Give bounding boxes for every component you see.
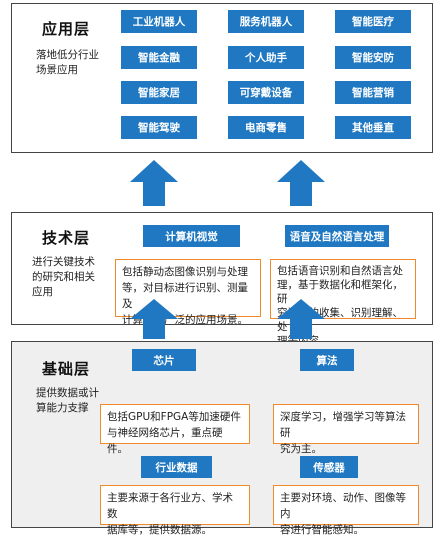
app-item-ecommerce-retail: 电商零售 — [228, 116, 304, 139]
up-arrow-icon — [277, 160, 325, 206]
application-layer-description: 落地低分行业 场景应用 — [36, 48, 99, 78]
app-item-smart-driving: 智能驾驶 — [121, 116, 197, 139]
app-item-smart-home: 智能家居 — [121, 81, 197, 104]
technology-desc-line: 的研究和相关 — [32, 271, 95, 283]
industry-data-desc-line: 据库等，提供数据源。 — [107, 524, 212, 536]
application-layer: 应用层 落地低分行业 场景应用 工业机器人 服务机器人 智能医疗 智能金融 个人… — [11, 3, 433, 153]
up-arrow-icon — [277, 299, 325, 339]
cv-desc-line: 包括静动态图像识别与处理 — [122, 266, 248, 278]
sensor-label: 传感器 — [300, 456, 358, 478]
sensor-desc-line: 容进行智能感知。 — [280, 524, 364, 536]
nlp-desc-line: 理，基于数据化和框架化，研 — [277, 279, 403, 305]
foundation-desc-line: 算能力支撑 — [36, 402, 89, 414]
sensor-desc-line: 主要对环境、动作、图像等内 — [280, 492, 406, 520]
computer-vision-description: 包括静动态图像识别与处理 等，对目标进行识别、测量及 计算，有广泛的应用场景。 — [115, 259, 261, 326]
computer-vision-label: 计算机视觉 — [143, 225, 240, 247]
app-item-smart-security: 智能安防 — [335, 46, 411, 69]
technology-layer: 技术层 进行关键技术 的研究和相关 应用 计算机视觉 包括静动态图像识别与处理 … — [11, 212, 433, 347]
foundation-layer-description: 提供数据或计 算能力支撑 — [36, 386, 99, 416]
technology-desc-line: 应用 — [32, 286, 53, 298]
speech-nlp-label: 语音及自然语言处理 — [285, 225, 389, 247]
foundation-layer-title: 基础层 — [42, 360, 91, 378]
industry-data-desc-line: 主要来源于各行业方、学术数 — [107, 492, 233, 520]
chip-description: 包括GPU和FPGA等加速硬件 与神经网络芯片，重点硬件。 — [100, 404, 250, 455]
foundation-desc-line: 提供数据或计 — [36, 387, 99, 399]
app-item-wearables: 可穿戴设备 — [228, 81, 304, 104]
application-desc-line: 场景应用 — [36, 64, 78, 76]
cv-desc-line: 等，对目标进行识别、测量及 — [122, 282, 248, 310]
app-item-industrial-robot: 工业机器人 — [121, 10, 197, 33]
application-layer-title: 应用层 — [42, 20, 91, 38]
app-item-smart-marketing: 智能营销 — [335, 81, 411, 104]
nlp-desc-line: 包括语音识别和自然语言处 — [277, 265, 403, 277]
foundation-layer: 基础层 提供数据或计 算能力支撑 芯片 包括GPU和FPGA等加速硬件 与神经网… — [11, 341, 433, 536]
app-item-personal-assistant: 个人助手 — [228, 46, 304, 69]
up-arrow-icon — [130, 160, 178, 206]
industry-data-description: 主要来源于各行业方、学术数 据库等，提供数据源。 — [100, 485, 250, 536]
chip-desc-line: 包括GPU和FPGA等加速硬件 — [107, 411, 241, 423]
chip-desc-line: 与神经网络芯片，重点硬件。 — [107, 427, 223, 455]
algorithm-desc-line: 深度学习，增强学习等算法研 — [280, 411, 406, 439]
algorithm-description: 深度学习，增强学习等算法研 究为主。 — [273, 404, 419, 455]
technology-layer-description: 进行关键技术 的研究和相关 应用 — [32, 255, 95, 300]
up-arrow-icon — [130, 299, 178, 339]
chip-label: 芯片 — [132, 349, 196, 371]
app-item-smart-finance: 智能金融 — [121, 46, 197, 69]
app-item-service-robot: 服务机器人 — [228, 10, 304, 33]
algorithm-label: 算法 — [300, 349, 354, 371]
industry-data-label: 行业数据 — [141, 456, 212, 478]
app-item-other-vertical: 其他垂直 — [335, 116, 411, 139]
algorithm-desc-line: 究为主。 — [280, 443, 322, 455]
technology-layer-title: 技术层 — [42, 229, 91, 247]
technology-desc-line: 进行关键技术 — [32, 256, 95, 268]
app-item-smart-medical: 智能医疗 — [335, 10, 411, 33]
application-desc-line: 落地低分行业 — [36, 49, 99, 61]
sensor-description: 主要对环境、动作、图像等内 容进行智能感知。 — [273, 485, 419, 536]
